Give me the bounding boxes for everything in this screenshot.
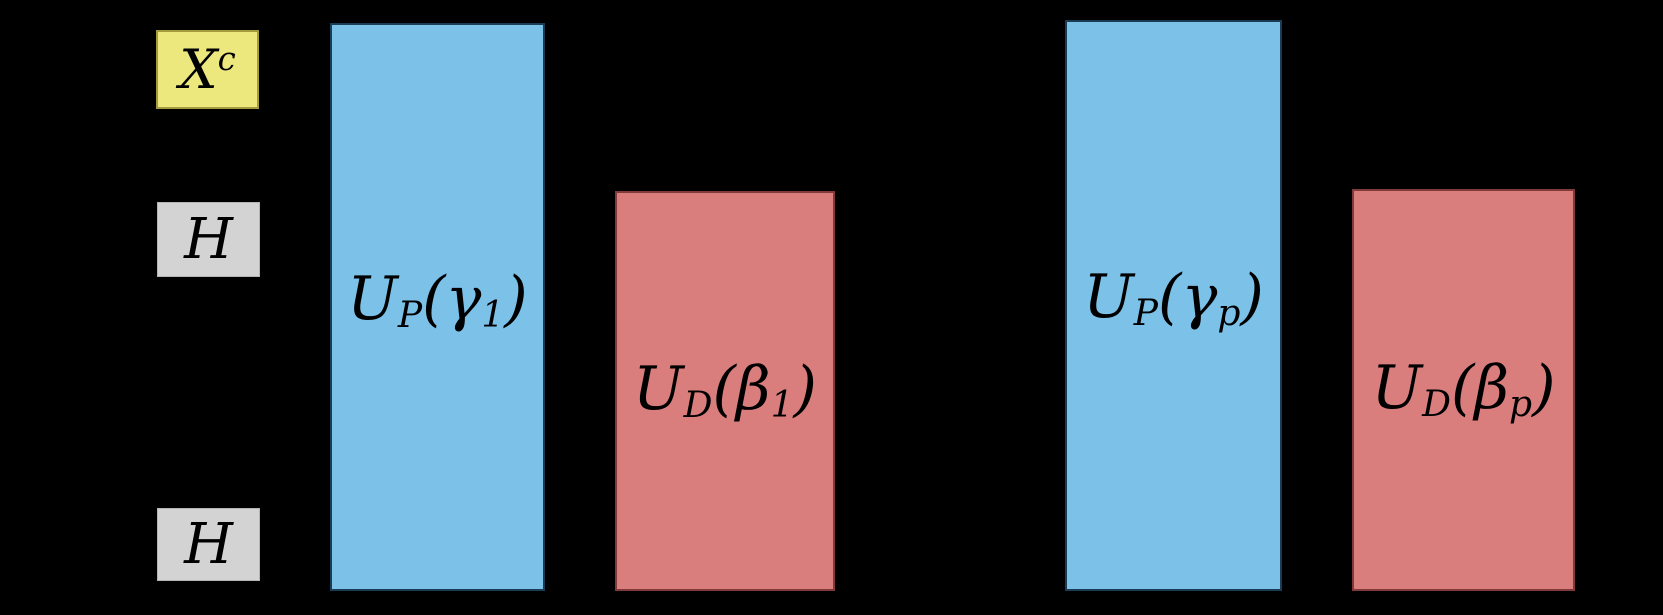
label-rparen: ) bbox=[1532, 352, 1556, 423]
label-u: U bbox=[1371, 352, 1423, 423]
gate-hadamard-top-label: H bbox=[184, 206, 233, 272]
label-u: U bbox=[1083, 262, 1134, 333]
gate-driver-unitary-1-label: UD(β1) bbox=[633, 359, 817, 424]
label-rparen: ) bbox=[793, 353, 817, 424]
gate-hadamard-bottom: H bbox=[157, 508, 260, 581]
label-beta-subscript: 1 bbox=[770, 384, 794, 426]
gate-problem-unitary-p: UP(γp) bbox=[1065, 20, 1282, 591]
label-u-subscript: D bbox=[1422, 383, 1451, 425]
gate-x-c-label: Xc bbox=[179, 39, 236, 97]
label-beta: β bbox=[735, 353, 771, 424]
label-lparen: ( bbox=[422, 263, 446, 334]
label-lparen: ( bbox=[712, 353, 736, 424]
label-rparen: ) bbox=[1240, 262, 1264, 333]
gate-problem-unitary-p-label: UP(γp) bbox=[1083, 267, 1264, 332]
gate-problem-unitary-1: UP(γ1) bbox=[330, 23, 545, 591]
label-lparen: ( bbox=[1158, 262, 1182, 333]
label-u: U bbox=[347, 263, 398, 334]
gate-driver-unitary-p: UD(βp) bbox=[1352, 189, 1575, 591]
gate-hadamard-top: H bbox=[157, 202, 260, 277]
label-gamma: γ bbox=[1181, 262, 1218, 333]
label-u-subscript: D bbox=[683, 384, 713, 426]
label-u-subscript: P bbox=[1133, 292, 1159, 334]
gate-problem-unitary-1-label: UP(γ1) bbox=[347, 269, 527, 334]
gate-x-c-superscript: c bbox=[217, 39, 236, 78]
label-gamma: γ bbox=[445, 263, 482, 334]
gate-driver-unitary-p-label: UD(βp) bbox=[1371, 358, 1555, 423]
label-rparen: ) bbox=[504, 263, 528, 334]
label-gamma-subscript: 1 bbox=[481, 294, 505, 336]
label-u: U bbox=[633, 353, 684, 424]
gate-driver-unitary-1: UD(β1) bbox=[615, 191, 835, 591]
gate-x-c-base: X bbox=[179, 37, 218, 101]
label-gamma-subscript: p bbox=[1217, 292, 1241, 334]
label-u-subscript: P bbox=[397, 294, 423, 336]
label-beta: β bbox=[1474, 352, 1510, 423]
label-beta-subscript: p bbox=[1509, 383, 1533, 425]
label-lparen: ( bbox=[1450, 352, 1475, 423]
gate-hadamard-bottom-label: H bbox=[184, 511, 233, 577]
gate-x-c: Xc bbox=[156, 30, 259, 109]
